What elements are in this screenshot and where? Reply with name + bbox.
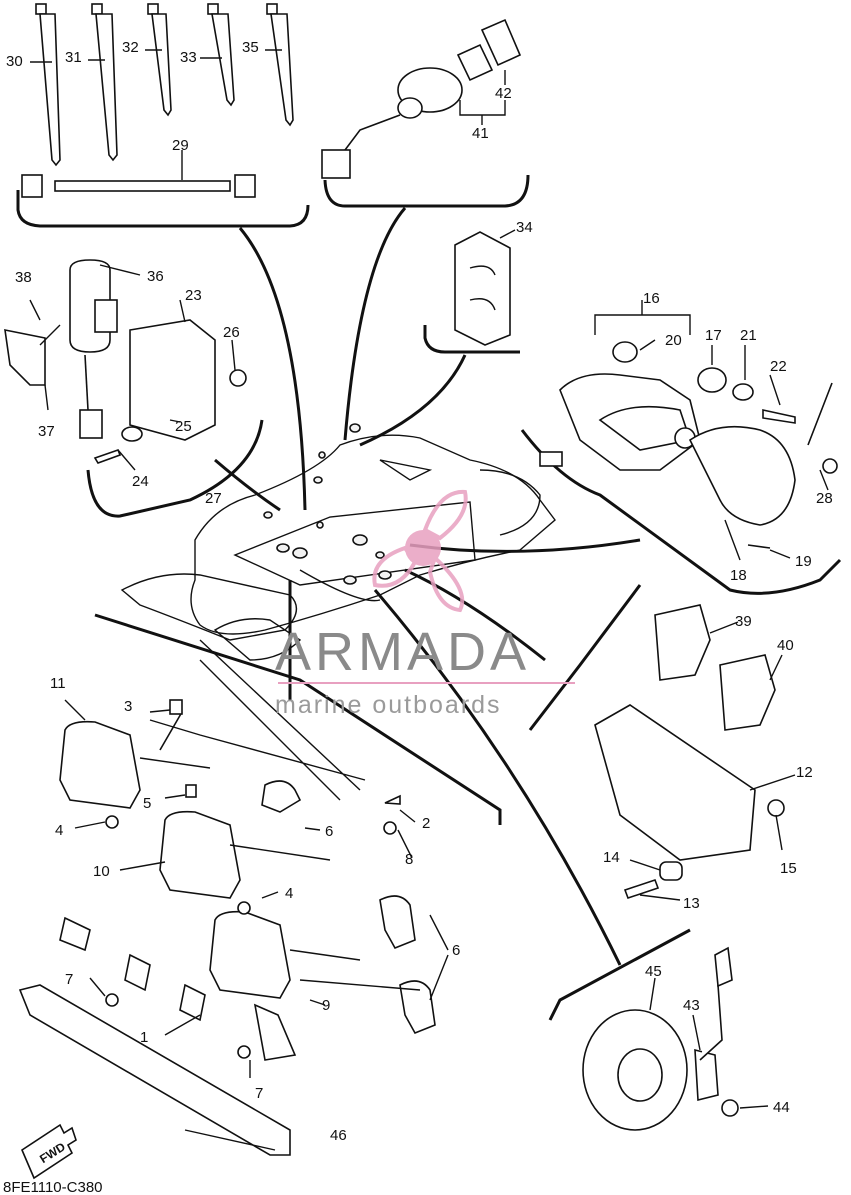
ignition-coil-group [18, 639, 449, 1156]
callout-24: 24 [132, 473, 149, 490]
callout-29: 29 [172, 137, 189, 154]
callout-16: 16 [643, 290, 660, 307]
callout-42: 42 [495, 85, 512, 102]
callout-39: 39 [735, 613, 752, 630]
callout-19: 19 [795, 553, 812, 570]
callout-2: 2 [422, 815, 430, 832]
callout-44: 44 [773, 1099, 790, 1116]
callout-7: 7 [65, 971, 73, 988]
callout-35: 35 [242, 39, 259, 56]
callout-labels: 1 2 3 4 4 5 6 6 7 7 8 9 10 11 12 13 14 1… [6, 39, 833, 1144]
callout-37: 37 [38, 423, 55, 440]
callout-45: 45 [645, 963, 662, 980]
callout-28: 28 [816, 490, 833, 507]
callout-30: 30 [6, 53, 23, 70]
callout-32: 32 [122, 39, 139, 56]
relay-group [4, 259, 247, 471]
callout-1: 1 [140, 1029, 148, 1046]
callout-5: 5 [143, 795, 151, 812]
propeller-logo-icon [372, 489, 468, 613]
pulser-group [582, 946, 769, 1131]
callout-38: 38 [15, 269, 32, 286]
watermark: ARMADA marine outboards [275, 489, 575, 719]
callout-40: 40 [777, 637, 794, 654]
callout-25: 25 [175, 418, 192, 435]
callout-11: 11 [50, 675, 66, 692]
callout-17: 17 [705, 327, 722, 344]
callout-43: 43 [683, 997, 700, 1014]
callout-18: 18 [730, 567, 747, 584]
callout-4: 4 [285, 885, 293, 902]
callout-3: 3 [124, 698, 132, 715]
switch-assembly-group [321, 18, 522, 179]
watermark-tagline: marine outboards [275, 691, 502, 719]
diagram-code: 8FE1110-C380 [3, 1179, 103, 1195]
callout-31: 31 [65, 49, 82, 66]
callout-9: 9 [322, 997, 330, 1014]
fwd-arrow-icon: FWD [21, 1123, 77, 1180]
callout-4: 4 [55, 822, 63, 839]
callout-10: 10 [93, 863, 110, 880]
callout-22: 22 [770, 358, 787, 375]
cable-ties-group [21, 3, 294, 198]
callout-6: 6 [325, 823, 333, 840]
callout-27: 27 [205, 490, 222, 507]
callout-8: 8 [405, 851, 413, 868]
callout-34: 34 [516, 219, 533, 236]
group-dividers [16, 174, 842, 1021]
watermark-brand: ARMADA [275, 622, 530, 682]
callout-12: 12 [796, 764, 813, 781]
callout-7: 7 [255, 1085, 263, 1102]
callout-46: 46 [330, 1127, 347, 1144]
callout-21: 21 [740, 327, 757, 344]
callout-33: 33 [180, 49, 197, 66]
callout-14: 14 [603, 849, 620, 866]
chassis-outline [120, 423, 556, 661]
callout-41: 41 [472, 125, 489, 142]
callout-36: 36 [147, 268, 164, 285]
callout-23: 23 [185, 287, 202, 304]
callout-6: 6 [452, 942, 460, 959]
callout-13: 13 [683, 895, 700, 912]
ecu-group [594, 604, 796, 901]
bracket-34 [454, 229, 516, 346]
starter-group [539, 300, 838, 561]
callout-26: 26 [223, 324, 240, 341]
callout-15: 15 [780, 860, 797, 877]
callout-20: 20 [665, 332, 682, 349]
